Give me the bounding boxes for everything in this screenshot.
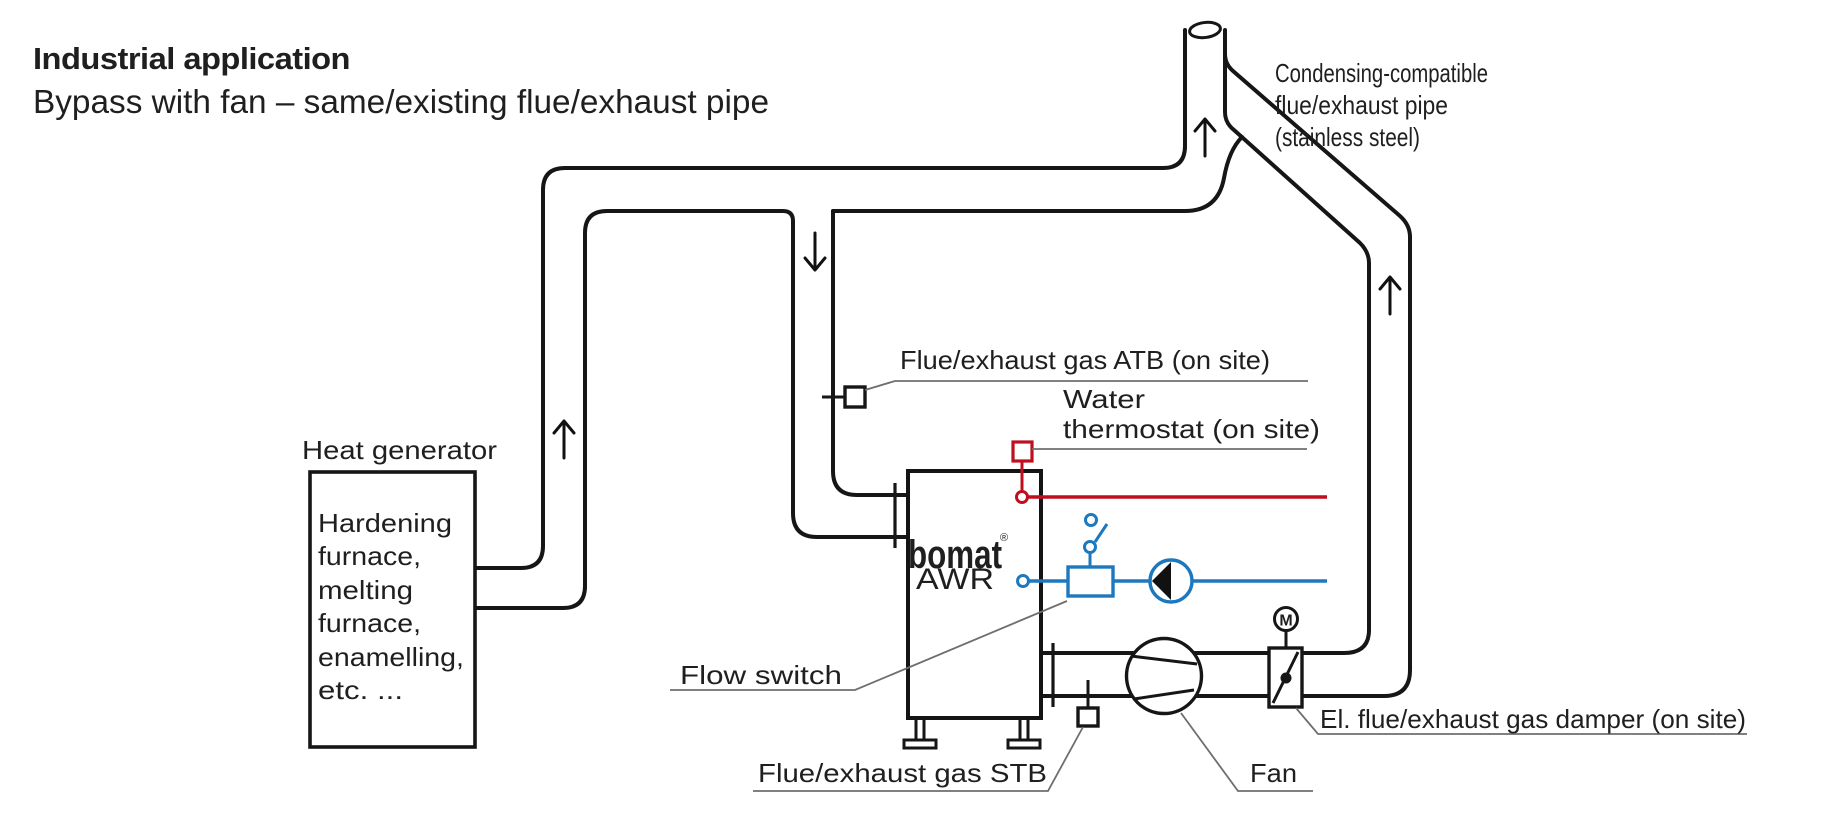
- page-title: Industrial application: [33, 41, 350, 76]
- flow-switch-label: Flow switch: [680, 660, 842, 690]
- flue-piping: [473, 20, 1412, 698]
- atb-label: Flue/exhaust gas ATB (on site): [900, 345, 1270, 375]
- fan-circle: [1124, 636, 1204, 716]
- thermostat-circuit: [1011, 440, 1327, 504]
- heat-generator-text-line1: Hardening: [318, 508, 452, 538]
- atb-leader: [864, 380, 1308, 391]
- water-thermostat-label-line1: Water: [1063, 384, 1145, 414]
- awr-foot-left-plate: [902, 738, 938, 750]
- brand-logo: bomat: [908, 533, 1002, 577]
- flow-switch-leader: [670, 600, 1068, 691]
- atb-square: [843, 385, 867, 409]
- heat-generator-box: [308, 470, 477, 749]
- pipe-crotch: [831, 135, 1244, 213]
- heat-generator-text-line4: furnace,: [318, 608, 421, 638]
- pipe-inner-main: [473, 209, 910, 610]
- stb-leader: [753, 726, 1084, 792]
- switch-contact-lower: [1083, 540, 1097, 554]
- arrow-down-bypass: [803, 231, 827, 272]
- atb-sensor: [822, 385, 867, 409]
- damper-label: El. flue/exhaust gas damper (on site): [1320, 704, 1746, 734]
- stb-square: [1076, 706, 1100, 728]
- flow-circuit: [1016, 513, 1327, 604]
- awr-box: [906, 469, 1043, 720]
- page-subtitle: Bypass with fan – same/existing flue/exh…: [33, 83, 769, 120]
- label-leaders: [670, 380, 1747, 792]
- stb-sensor: [1076, 680, 1100, 728]
- chimney-opening: [1188, 20, 1222, 40]
- condensing-label-line2: flue/exhaust pipe: [1275, 90, 1448, 120]
- damper-symbol: M: [1267, 606, 1304, 709]
- brand-logo-mark: ®: [1000, 532, 1008, 544]
- pipe-diagonal-lower: [1223, 52, 1371, 655]
- damper-leader: [1295, 707, 1747, 735]
- fan-leader: [1180, 712, 1313, 792]
- awr-unit: [893, 469, 1055, 750]
- diagram-text: Industrial application Bypass with fan –…: [33, 41, 1746, 788]
- heat-generator-text-line6: etc. ...: [318, 675, 403, 705]
- arrow-up-chimney: [1193, 117, 1217, 158]
- awr-foot-left-legs: [914, 718, 926, 740]
- condensing-label-line1: Condensing-compatible: [1275, 58, 1488, 88]
- fan-symbol: [1124, 636, 1204, 716]
- condensing-label-line3: (stainless steel): [1275, 122, 1420, 152]
- flow-arrows: [552, 117, 1402, 460]
- pipe-outer-main: [473, 28, 1187, 570]
- pump-triangle: [1152, 562, 1171, 600]
- heat-generator-text-line5: enamelling,: [318, 642, 464, 672]
- thermostat-port-circle: [1015, 490, 1029, 504]
- stb-label: Flue/exhaust gas STB: [758, 758, 1047, 788]
- switch-arm: [1093, 523, 1109, 543]
- switch-contact-upper: [1084, 513, 1098, 527]
- flow-switch-body: [1066, 565, 1115, 598]
- water-thermostat-label-line2: thermostat (on site): [1063, 414, 1320, 444]
- flow-port-circle: [1016, 574, 1030, 588]
- heat-generator-text-line2: furnace,: [318, 541, 421, 571]
- motor-letter: M: [1279, 613, 1292, 630]
- damper-pivot-dot: [1280, 672, 1292, 684]
- arrow-up-left-riser: [552, 419, 576, 460]
- awr-model-label: AWR: [916, 563, 994, 596]
- arrow-up-right-riser: [1378, 275, 1402, 316]
- awr-foot-right-legs: [1018, 718, 1030, 740]
- pipe-bypass-right-wall: [831, 209, 910, 497]
- awr-feet: [902, 718, 1042, 750]
- awr-foot-right-plate: [1006, 738, 1042, 750]
- heat-generator-label: Heat generator: [302, 435, 497, 465]
- heat-generator-text-line3: melting: [318, 575, 413, 605]
- fan-blade-lines: [1130, 654, 1198, 701]
- fan-label: Fan: [1250, 758, 1297, 788]
- motor-circle: [1273, 606, 1299, 632]
- thermostat-square: [1011, 440, 1034, 463]
